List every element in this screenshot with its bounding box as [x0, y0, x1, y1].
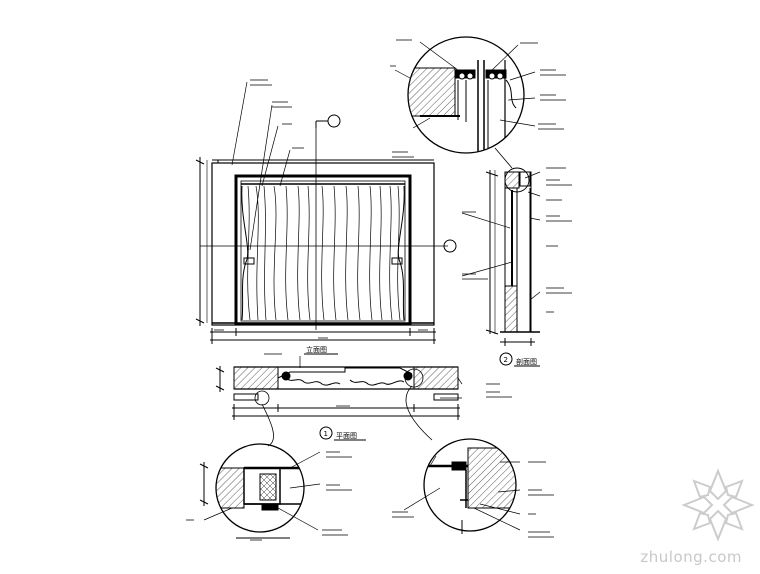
bottom-left-detail	[199, 443, 321, 539]
elevation-view	[195, 81, 457, 344]
view-markers: 1 2	[319, 352, 513, 440]
connector-left	[261, 403, 274, 447]
plan-view	[215, 356, 463, 420]
watermark-logo-icon	[681, 468, 755, 542]
bottom-right-detail	[403, 438, 521, 534]
top-detail-circle	[394, 36, 536, 169]
annotation-marks	[186, 39, 572, 541]
marker-2-number: 2	[504, 356, 508, 364]
watermark-text: zhulong.com	[640, 548, 742, 566]
title-plan: 平面图	[336, 432, 357, 440]
marker-1-number: 1	[324, 430, 328, 438]
view-titles: 立面图 平面图 剖面图	[304, 345, 540, 441]
section-view	[461, 167, 541, 346]
title-elevation: 立面图	[306, 345, 327, 354]
connector-right	[405, 385, 433, 441]
title-section: 剖面图	[516, 357, 537, 366]
